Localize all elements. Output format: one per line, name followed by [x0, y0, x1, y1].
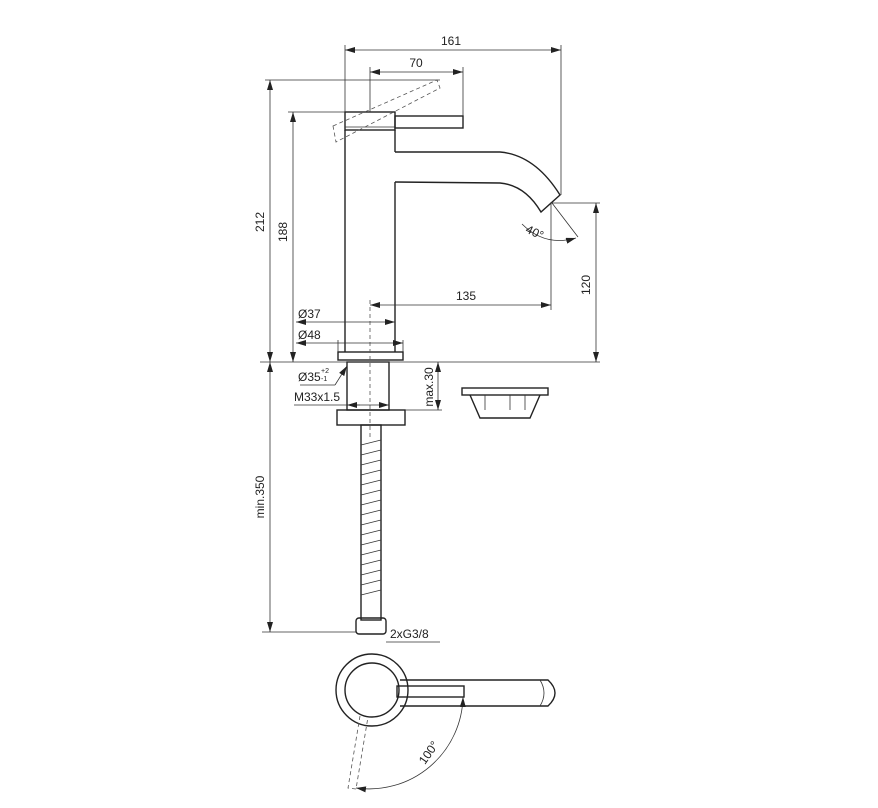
dim-thread: M33x1.5: [294, 390, 340, 404]
dim-d48: Ø48: [298, 328, 321, 342]
dim-212: 212: [253, 212, 267, 232]
dim-161: 161: [441, 34, 461, 48]
dim-188: 188: [276, 222, 290, 242]
dimension-labels: 161 70 212 188 120 135 40° Ø37 Ø48 Ø35 +…: [253, 34, 593, 767]
dim-d35: Ø35: [298, 370, 321, 384]
faucet-top-view: [335, 653, 556, 793]
aerator-part: [461, 387, 549, 419]
dim-100deg: 100°: [416, 738, 442, 767]
dim-40deg: 40°: [524, 222, 547, 242]
dim-min350: min.350: [253, 475, 267, 518]
faucet-side-view: [332, 79, 561, 635]
dim-connection: 2xG3/8: [390, 627, 429, 641]
tol-minus: -1: [321, 376, 327, 383]
dim-70: 70: [409, 56, 423, 70]
dim-d37: Ø37: [298, 307, 321, 321]
tol-plus: +2: [321, 368, 329, 375]
dim-120: 120: [579, 275, 593, 295]
dim-max30: max.30: [422, 367, 436, 407]
dim-135: 135: [456, 289, 476, 303]
dimension-lines: [260, 45, 600, 643]
